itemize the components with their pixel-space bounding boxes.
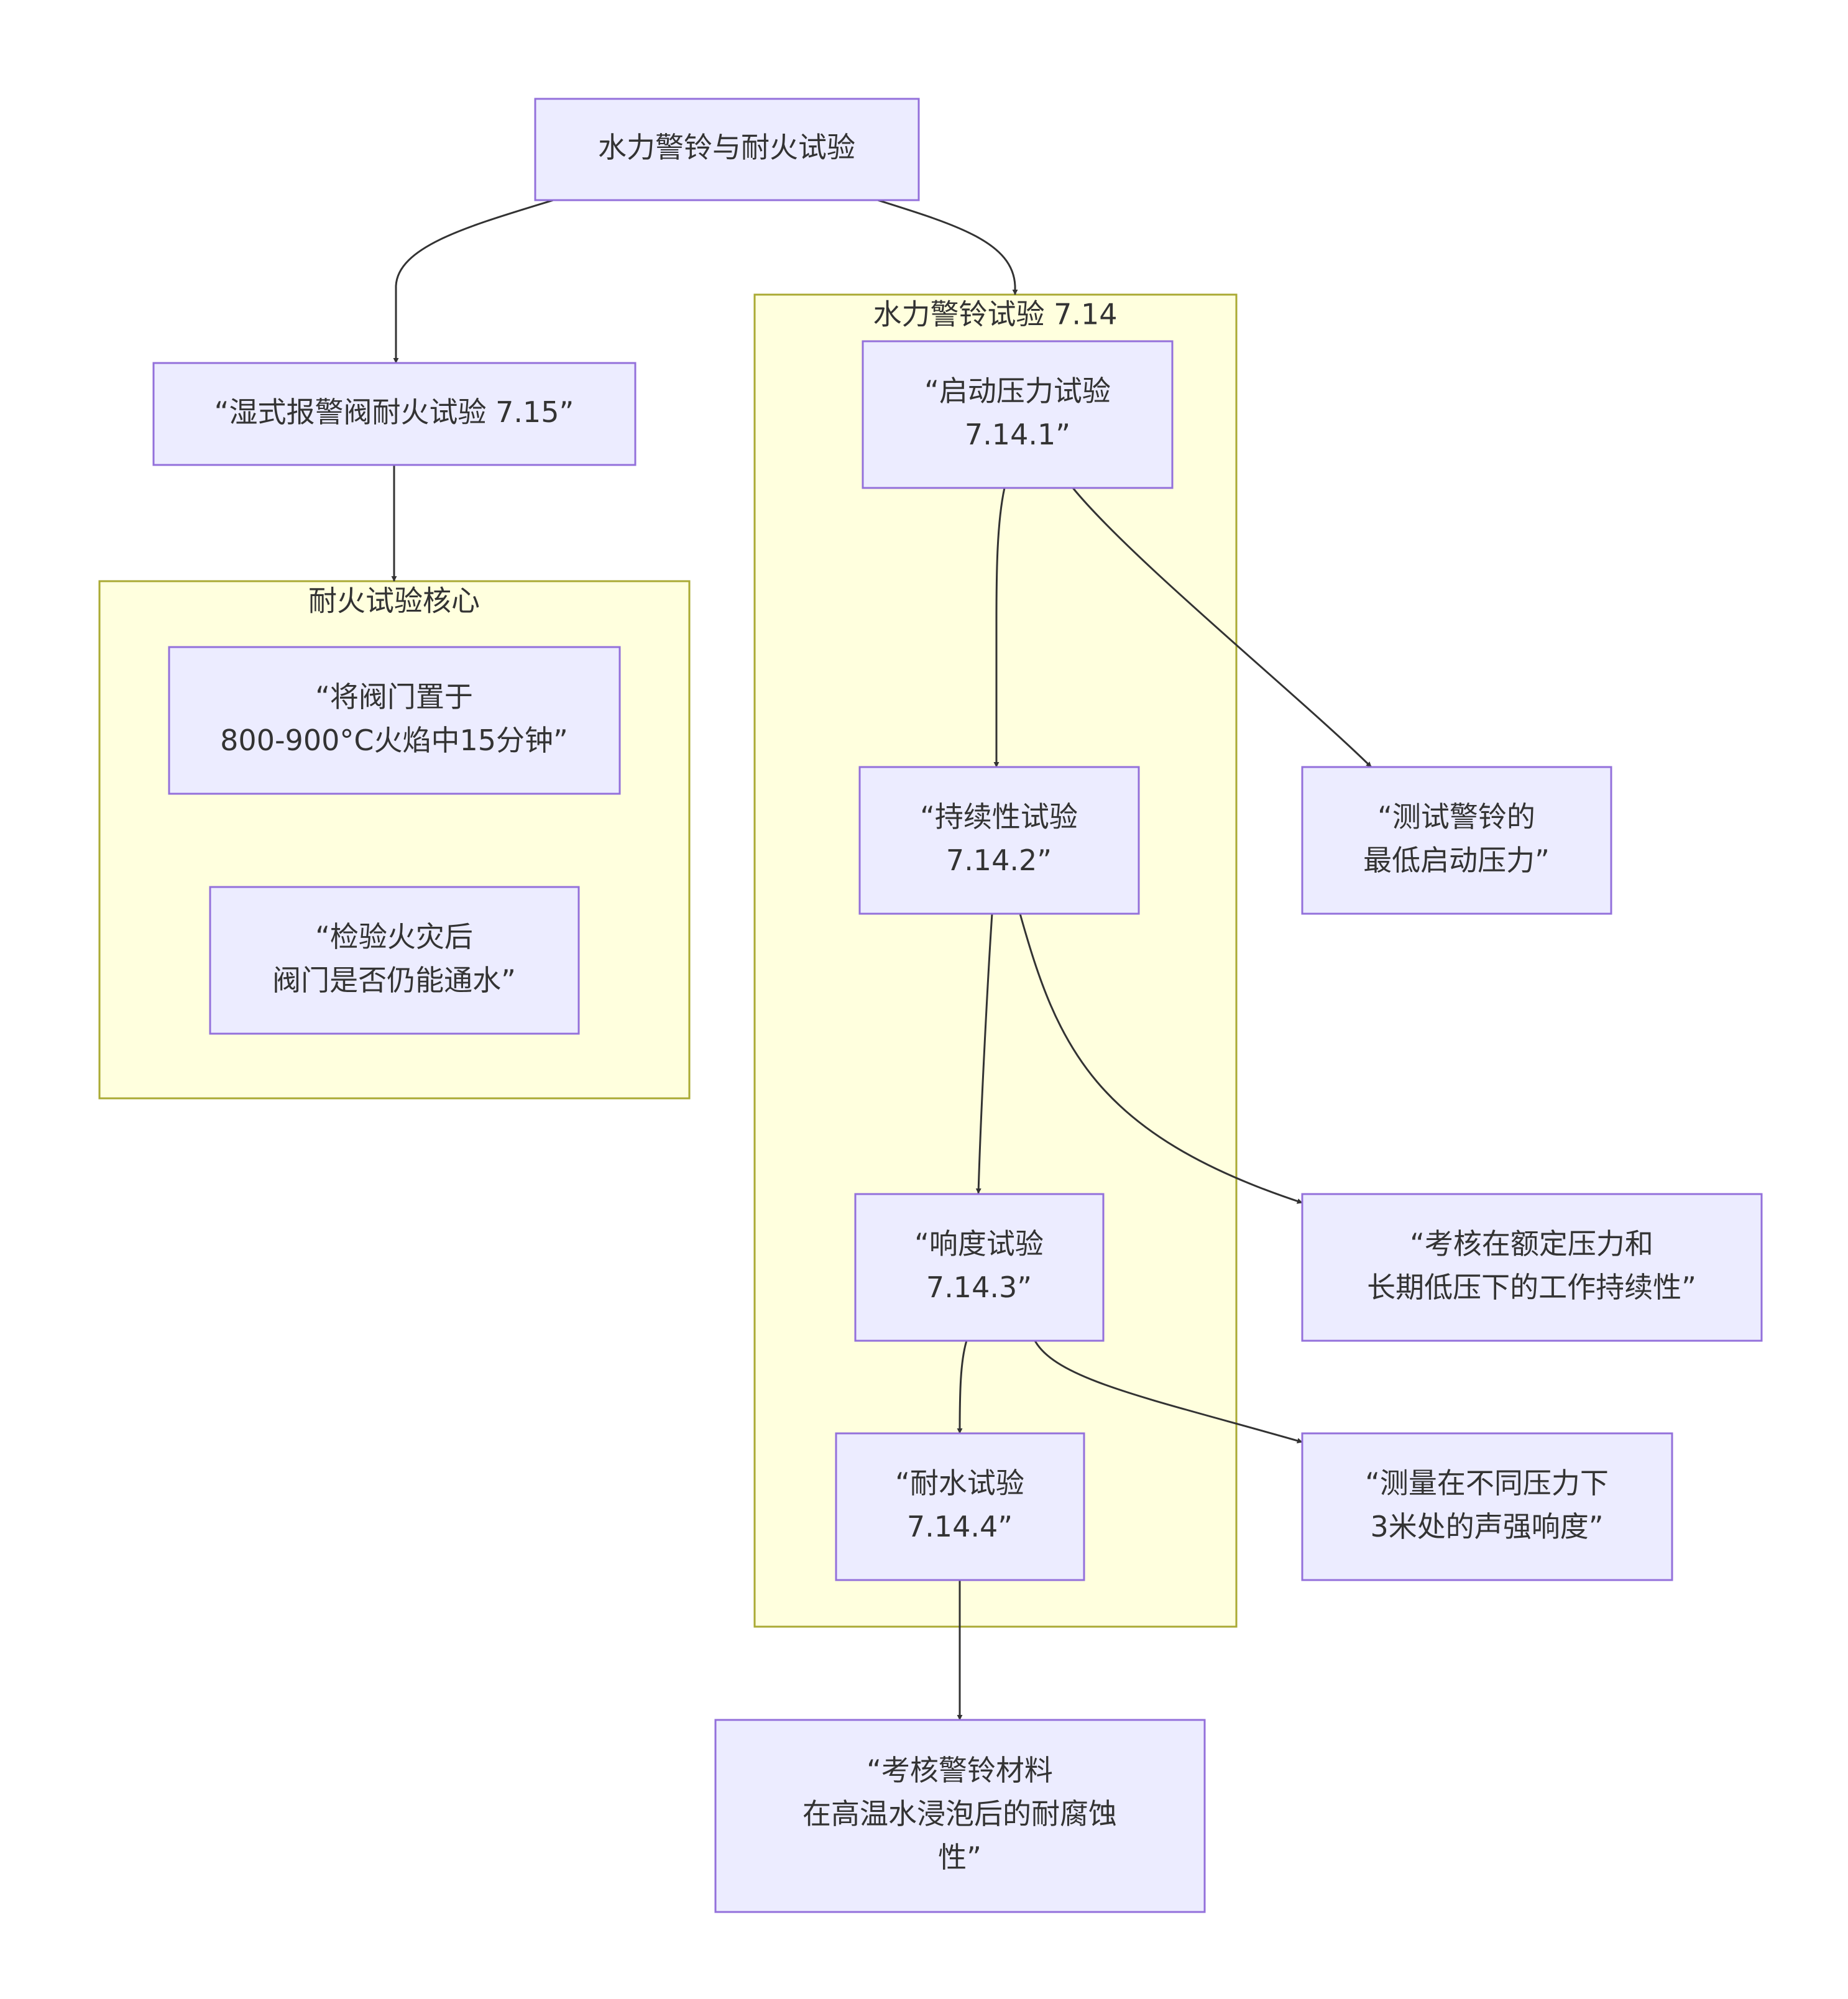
node-start-pressure-test: “启动压力试验 7.14.1” <box>862 340 1174 489</box>
node-label-line: 性” <box>938 1840 981 1874</box>
node-corrosion-desc: “考核警铃材料在高温水浸泡后的耐腐蚀性” <box>714 1719 1206 1913</box>
node-water-resistance-test: “耐水试验 7.14.4” <box>835 1432 1085 1581</box>
node-label-start: “启动压力试验 7.14.1” <box>924 374 1111 451</box>
node-label-line: “持续性试验 <box>920 800 1078 834</box>
edge-root-to-wet-fire <box>393 199 554 364</box>
node-label-line: 7.14.3” <box>926 1271 1032 1304</box>
edge-loud-to-water <box>957 1340 968 1434</box>
node-continuity-test: “持续性试验 7.14.2” <box>858 766 1140 915</box>
node-label-line: “启动压力试验 <box>924 374 1111 408</box>
node-label-line: “检验火灾后 <box>315 920 473 954</box>
node-loudness-test: “响度试验 7.14.3” <box>854 1193 1105 1342</box>
node-label-line: “测量在不同压力下 <box>1365 1466 1609 1500</box>
node-label-line: “考核警铃材料 <box>867 1753 1053 1787</box>
node-label-root: 水力警铃与耐火试验 <box>598 131 855 164</box>
edge-root-to-bell-cluster <box>877 199 1018 295</box>
node-label-line: 3米处的声强响度” <box>1370 1510 1603 1543</box>
node-label-line: “测试警铃的 <box>1377 800 1535 834</box>
node-label-line: 阀门是否仍能通水” <box>272 963 516 997</box>
node-label-line: 最低启动压力” <box>1363 843 1550 877</box>
node-wet-fire-test: “湿式报警阀耐火试验 7.15” <box>152 362 637 466</box>
cluster-fire-core-title: 耐火试验核心 <box>308 584 480 618</box>
node-label-fire-1: “将阀门置于 800-900°C火焰中15分钟” <box>220 680 568 757</box>
node-label-line: “考核在额定压力和 <box>1410 1227 1653 1261</box>
node-label-wet-fire: “湿式报警阀耐火试验 7.15” <box>214 395 574 429</box>
node-label-line: 7.14.1” <box>965 418 1070 451</box>
node-continuity-desc: “考核在额定压力和长期低压下的工作持续性” <box>1301 1193 1763 1342</box>
cluster-hydraulic-bell-title: 水力警铃试验 7.14 <box>873 298 1117 331</box>
node-label-line: “湿式报警阀耐火试验 7.15” <box>214 395 574 429</box>
edges <box>391 199 1372 1721</box>
node-label-start-desc: “测试警铃的最低启动压力” <box>1363 800 1550 877</box>
node-label-loud: “响度试验 7.14.3” <box>914 1227 1044 1304</box>
node-start-pressure-desc: “测试警铃的最低启动压力” <box>1301 766 1612 915</box>
edge-cont-to-loud <box>975 913 993 1194</box>
node-root: 水力警铃与耐火试验 <box>534 98 920 201</box>
node-label-cont: “持续性试验 7.14.2” <box>920 800 1078 877</box>
edge-start-to-start-desc <box>1072 487 1372 768</box>
node-label-line: 在高温水浸泡后的耐腐蚀 <box>802 1797 1117 1831</box>
node-label-water: “耐水试验 7.14.4” <box>895 1466 1024 1543</box>
node-label-line: 7.14.4” <box>907 1510 1013 1543</box>
node-label-fire-2: “检验火灾后阀门是否仍能通水” <box>272 920 516 997</box>
edge-start-to-cont <box>993 487 1006 768</box>
node-label-cont-desc: “考核在额定压力和长期低压下的工作持续性” <box>1367 1227 1696 1304</box>
node-label-line: “将阀门置于 <box>315 680 473 714</box>
node-label-line: 7.14.2” <box>946 843 1052 877</box>
node-label-line: 水力警铃与耐火试验 <box>598 131 855 164</box>
edge-cont-to-cont-desc <box>1019 913 1303 1204</box>
node-label-line: 800-900°C火焰中15分钟” <box>220 724 568 757</box>
node-flame-exposure: “将阀门置于 800-900°C火焰中15分钟” <box>168 646 621 795</box>
cluster-hydraulic-bell: 水力警铃试验 7.14 <box>753 293 1238 1628</box>
node-label-loud-desc: “测量在不同压力下 3米处的声强响度” <box>1365 1466 1609 1543</box>
node-post-fire-check: “检验火灾后阀门是否仍能通水” <box>209 886 580 1035</box>
node-label-line: 长期低压下的工作持续性” <box>1367 1271 1696 1304</box>
node-label-line: “耐水试验 <box>895 1466 1024 1500</box>
node-label-water-desc: “考核警铃材料在高温水浸泡后的耐腐蚀性” <box>802 1753 1117 1874</box>
node-loudness-desc: “测量在不同压力下 3米处的声强响度” <box>1301 1432 1673 1581</box>
edge-loud-to-loud-desc <box>1034 1340 1303 1444</box>
node-label-line: “响度试验 <box>914 1227 1044 1261</box>
